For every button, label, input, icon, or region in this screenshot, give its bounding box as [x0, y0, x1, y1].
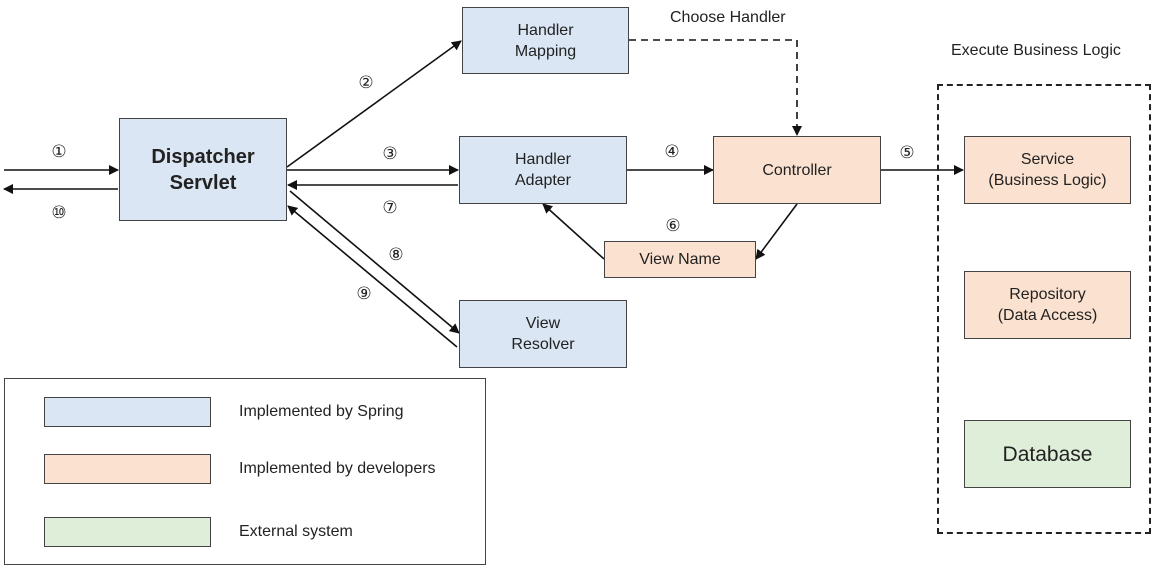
step-1-label: ①	[51, 142, 67, 161]
step-9-label: ⑨	[356, 284, 372, 303]
arrow-step-9	[287, 205, 458, 348]
arrow-controller-to-view-name	[755, 203, 798, 260]
legend-swatch-developers	[44, 454, 211, 484]
step-4-label: ④	[664, 142, 680, 161]
step-6-label: ⑥	[665, 216, 681, 235]
step-8-label: ⑧	[388, 245, 404, 264]
arrow-choose-handler	[629, 39, 802, 136]
step-10-label: ⑩	[51, 203, 67, 222]
step-2-label: ②	[358, 73, 374, 92]
legend: Implemented by Spring Implemented by dev…	[4, 378, 486, 565]
business-logic-region	[937, 84, 1151, 534]
legend-label-developers: Implemented by developers	[239, 460, 436, 477]
controller-box: Controller	[713, 136, 881, 204]
choose-handler-label: Choose Handler	[670, 9, 786, 26]
legend-swatch-spring	[44, 397, 211, 427]
arrow-step-2	[286, 40, 462, 168]
step-7-label: ⑦	[382, 198, 398, 217]
legend-label-spring: Implemented by Spring	[239, 403, 404, 420]
legend-swatch-external	[44, 517, 211, 547]
execute-business-logic-label: Execute Business Logic	[951, 42, 1121, 59]
service-box: Service (Business Logic)	[964, 136, 1131, 204]
handler-adapter-box: Handler Adapter	[459, 136, 627, 204]
dispatcher-servlet-box: Dispatcher Servlet	[119, 118, 287, 221]
arrow-step-6	[542, 203, 605, 260]
database-box: Database	[964, 420, 1131, 488]
arrow-step-8	[289, 190, 460, 334]
view-resolver-box: View Resolver	[459, 300, 627, 368]
step-3-label: ③	[382, 144, 398, 163]
handler-mapping-box: Handler Mapping	[462, 7, 629, 74]
legend-label-external: External system	[239, 523, 353, 540]
view-name-box: View Name	[604, 241, 756, 278]
step-5-label: ⑤	[899, 143, 915, 162]
repository-box: Repository (Data Access)	[964, 271, 1131, 339]
